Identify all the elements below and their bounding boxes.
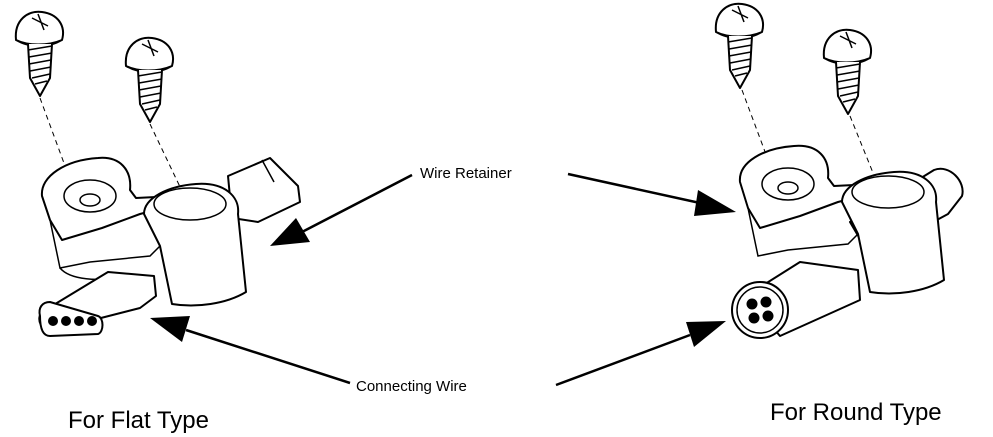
- wire-retainer-round: [738, 144, 945, 295]
- connecting-wire-arrow-left: [150, 316, 351, 385]
- screw-1-flat: [14, 10, 65, 97]
- round-type-assembly: [714, 2, 964, 339]
- wire-retainer-arrow-left: [270, 173, 413, 246]
- wire-retainer-flat: [40, 156, 247, 307]
- flat-cable-end: [38, 301, 104, 337]
- screw-2-round: [822, 28, 873, 115]
- wire-retainer-arrow-right: [567, 172, 736, 216]
- round-type-caption: For Round Type: [770, 399, 942, 426]
- wire-retainer-label: Wire Retainer: [420, 165, 512, 182]
- connecting-wire-arrow-right: [555, 321, 726, 387]
- round-cable-end: [731, 281, 789, 339]
- connecting-wire-label: Connecting Wire: [356, 378, 467, 395]
- screw-2-flat: [124, 36, 175, 123]
- flat-type-assembly: [14, 10, 301, 337]
- screw-1-round: [714, 2, 765, 89]
- flat-type-caption: For Flat Type: [68, 407, 209, 434]
